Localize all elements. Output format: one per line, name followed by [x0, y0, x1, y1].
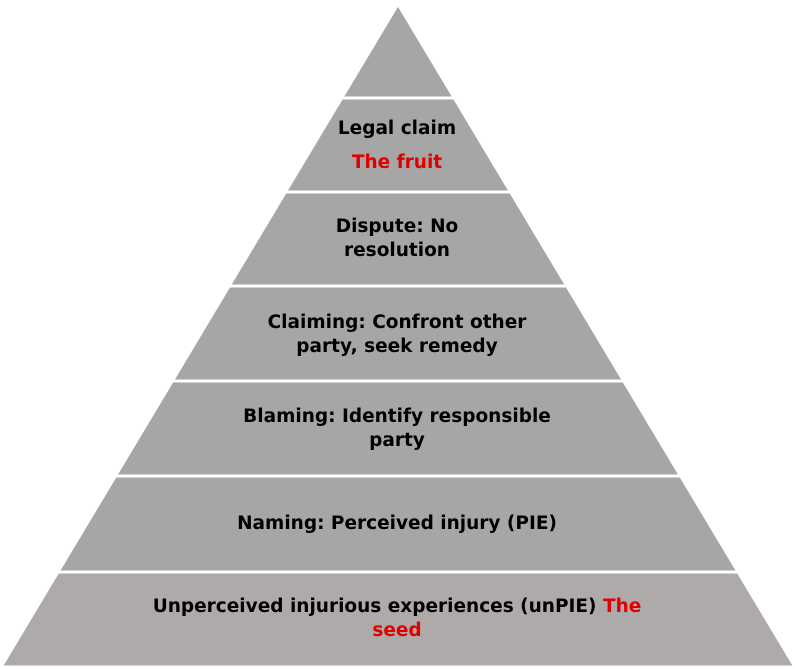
naming-line-1: Naming: Perceived injury (PIE): [237, 513, 557, 534]
tier-label-blaming: Blaming: Identify responsible party: [243, 405, 551, 453]
tier-label-legal-claim: Legal claim The fruit: [338, 117, 456, 175]
claiming-line-2: party, seek remedy: [296, 336, 498, 357]
seed-label-part-1: The: [602, 596, 642, 617]
seed-label-part-2: seed: [372, 620, 422, 641]
unpie-line-1: Unperceived injurious experiences (unPIE…: [152, 596, 597, 617]
blaming-line-2: party: [369, 430, 425, 451]
tier-label-naming: Naming: Perceived injury (PIE): [237, 512, 557, 536]
claiming-line-1: Claiming: Confront other: [267, 312, 527, 333]
tier-label-claiming: Claiming: Confront other party, seek rem…: [268, 311, 527, 359]
tier-label-dispute: Dispute: No resolution: [336, 215, 459, 263]
tier-label-unpie: Unperceived injurious experiences (unPIE…: [153, 595, 642, 643]
dispute-line-1: Dispute: No: [335, 216, 459, 237]
blaming-line-1: Blaming: Identify responsible: [243, 406, 551, 427]
fruit-label: The fruit: [351, 152, 443, 173]
legal-claim-text: Legal claim: [337, 118, 457, 139]
pyramid-tier-apex: [339, 1, 457, 100]
pyramid-tier-unpie: [0, 570, 795, 669]
dispute-line-2: resolution: [344, 240, 450, 261]
